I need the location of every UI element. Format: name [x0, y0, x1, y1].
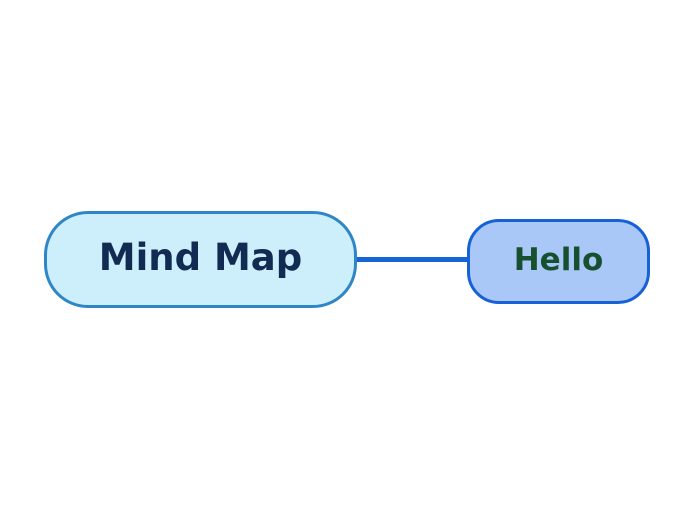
- mindmap-child-node-hello[interactable]: Hello: [467, 219, 650, 304]
- edge-root-child: [355, 257, 469, 262]
- child-node-label: Hello: [513, 241, 604, 278]
- mindmap-root-node[interactable]: Mind Map: [44, 211, 357, 308]
- root-node-label: Mind Map: [98, 236, 303, 279]
